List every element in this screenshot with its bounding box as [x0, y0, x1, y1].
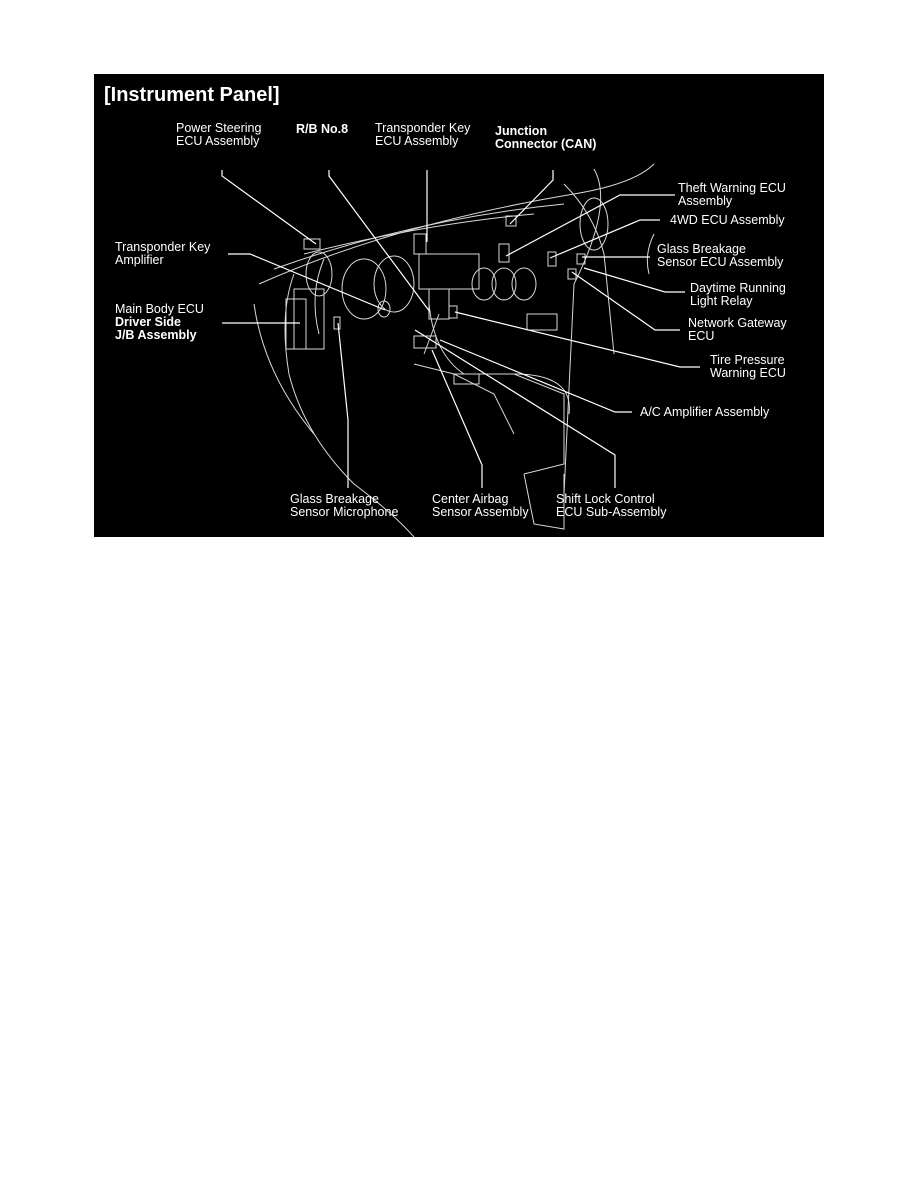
dashboard-illustration: [221, 163, 700, 537]
panel-title: [Instrument Panel]: [104, 84, 280, 106]
dashboard-outline: [253, 163, 655, 537]
label-4wd-ecu: 4WD ECU Assembly: [670, 213, 785, 227]
leader-lines: [221, 170, 700, 488]
label-ac-amplifier: A/C Amplifier Assembly: [640, 405, 770, 419]
label-rb-no8: R/B No.8: [296, 122, 349, 136]
